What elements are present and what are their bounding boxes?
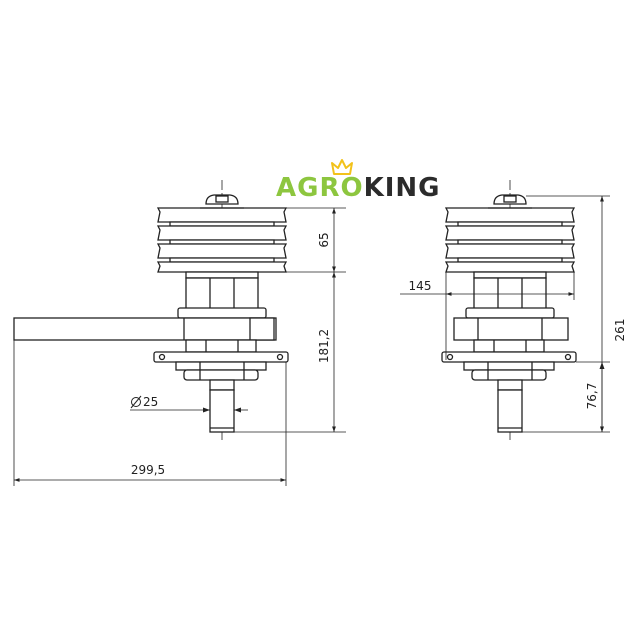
logo-text-king: KING (364, 173, 441, 203)
dim-arm-length: 299,5 (131, 463, 165, 477)
left-view (13, 180, 346, 486)
diameter-icon (130, 395, 142, 409)
svg-text:AGROKING: AGROKING (276, 173, 441, 203)
crown-icon (331, 159, 353, 175)
dim-pulley-height: 65 (317, 232, 331, 247)
dim-shaft-diameter-group: 25 (130, 395, 158, 409)
dim-shaft-height: 181,2 (317, 329, 331, 363)
dim-bearing-width: 145 (409, 279, 432, 293)
pulley-right (444, 207, 576, 273)
logo-text-agro: AGRO (276, 173, 364, 203)
right-view (400, 180, 610, 440)
dim-total-height: 261 (613, 319, 627, 342)
dim-lower-height: 76,7 (585, 383, 599, 410)
pulley (156, 207, 288, 273)
agroking-logo: AGROKING (276, 159, 441, 203)
dim-shaft-diameter: 25 (143, 395, 158, 409)
